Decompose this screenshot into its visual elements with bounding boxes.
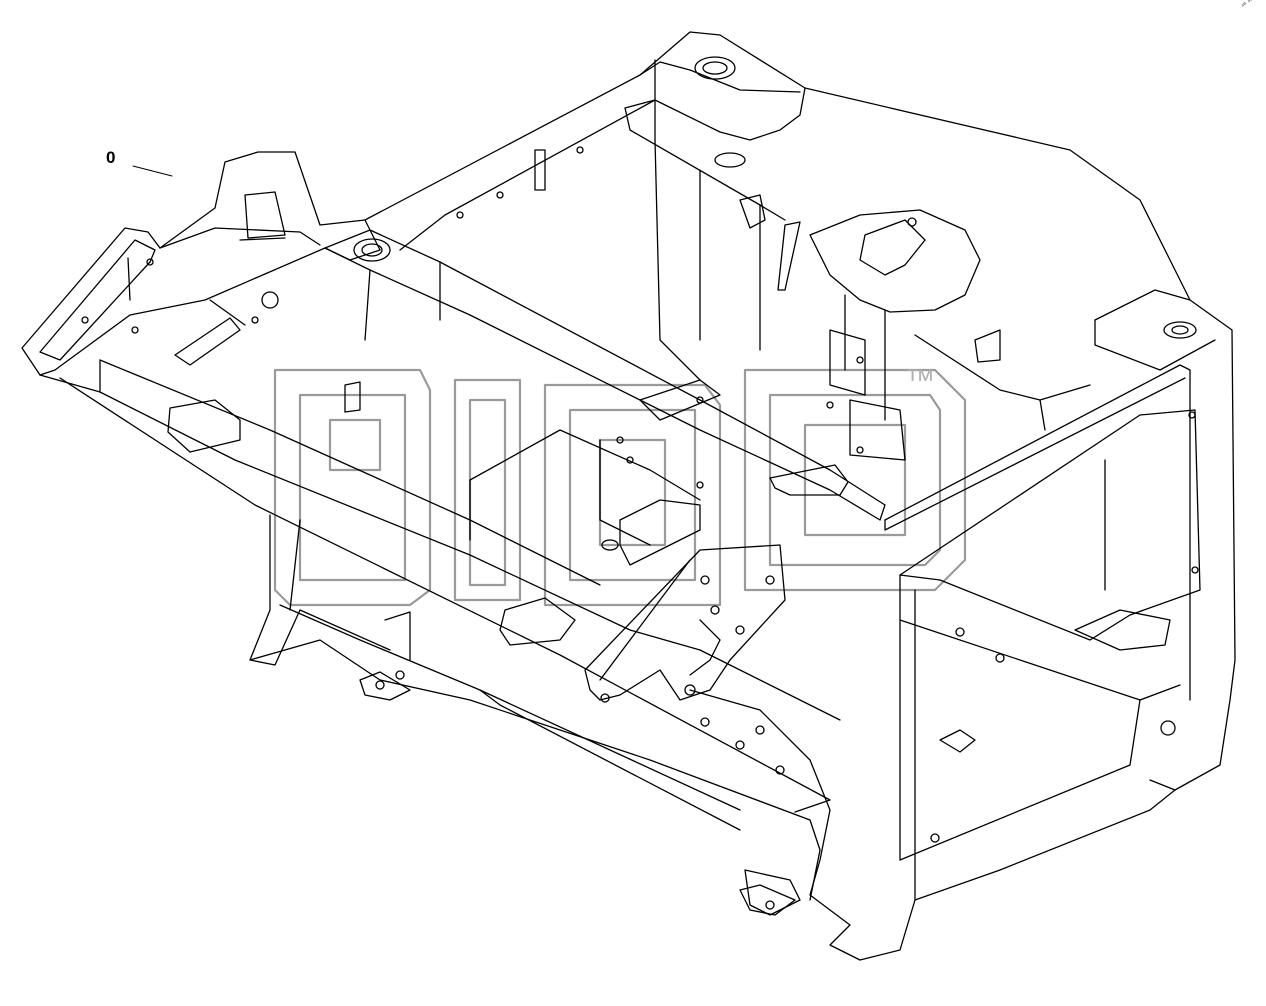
- watermark-trademark: ™: [905, 364, 935, 397]
- loader-frame: [21, 31, 1236, 961]
- callout-label-0: 0: [106, 148, 116, 167]
- bolt-holes: [81, 146, 1199, 910]
- callout-leader-line: [132, 165, 173, 177]
- watermark-logo: [273, 368, 967, 607]
